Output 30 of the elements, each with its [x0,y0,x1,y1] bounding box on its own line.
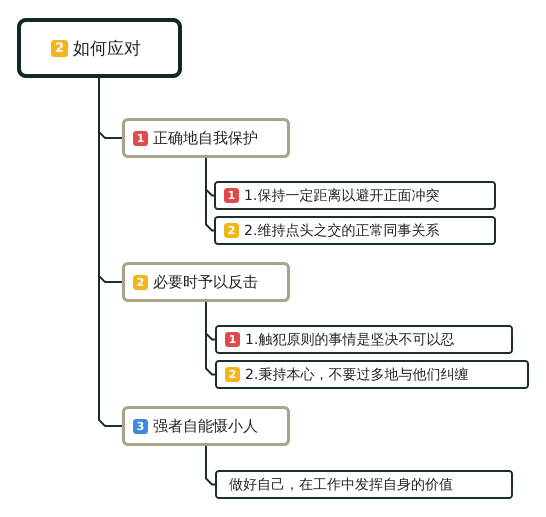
topic-box [122,262,290,302]
topic-label: 2.维持点头之交的正常同事关系 [244,222,440,240]
topic-label: 必要时予以反击 [153,272,258,292]
priority-badge: 2 [224,223,239,238]
priority-badge: 2 [225,367,240,382]
topic-label: 强者自能慑小人 [153,416,258,436]
subtopic-box [215,470,513,499]
subtopic-box [215,360,529,389]
subtopic-box [215,325,513,354]
priority-badge: 2 [51,40,68,56]
topic-label: 如何应对 [73,38,141,60]
subtopic-box [214,181,496,210]
subtopic-box [214,216,496,245]
topic-label: 1.触犯原则的事情是坚决不可以忍 [245,330,454,348]
connector-line [205,302,215,376]
priority-badge: 1 [224,188,239,203]
priority-badge: 2 [133,274,148,290]
root-topic-box [17,18,182,78]
topic-box [122,118,290,158]
connector-line [98,78,122,427]
priority-badge: 1 [225,332,240,347]
topic-label: 正确地自我保护 [153,128,258,148]
connector-line [205,446,215,486]
connector-line [205,158,214,232]
topic-label: 2.秉持本心，不要过多地与他们纠缠 [245,366,468,384]
priority-badge: 3 [133,418,148,434]
topic-label: 做好自己，在工作中发挥自身的价值 [229,476,453,494]
topic-box [122,406,290,446]
topic-label: 1.保持一定距离以避开正面冲突 [244,186,440,204]
priority-badge: 1 [133,130,148,146]
